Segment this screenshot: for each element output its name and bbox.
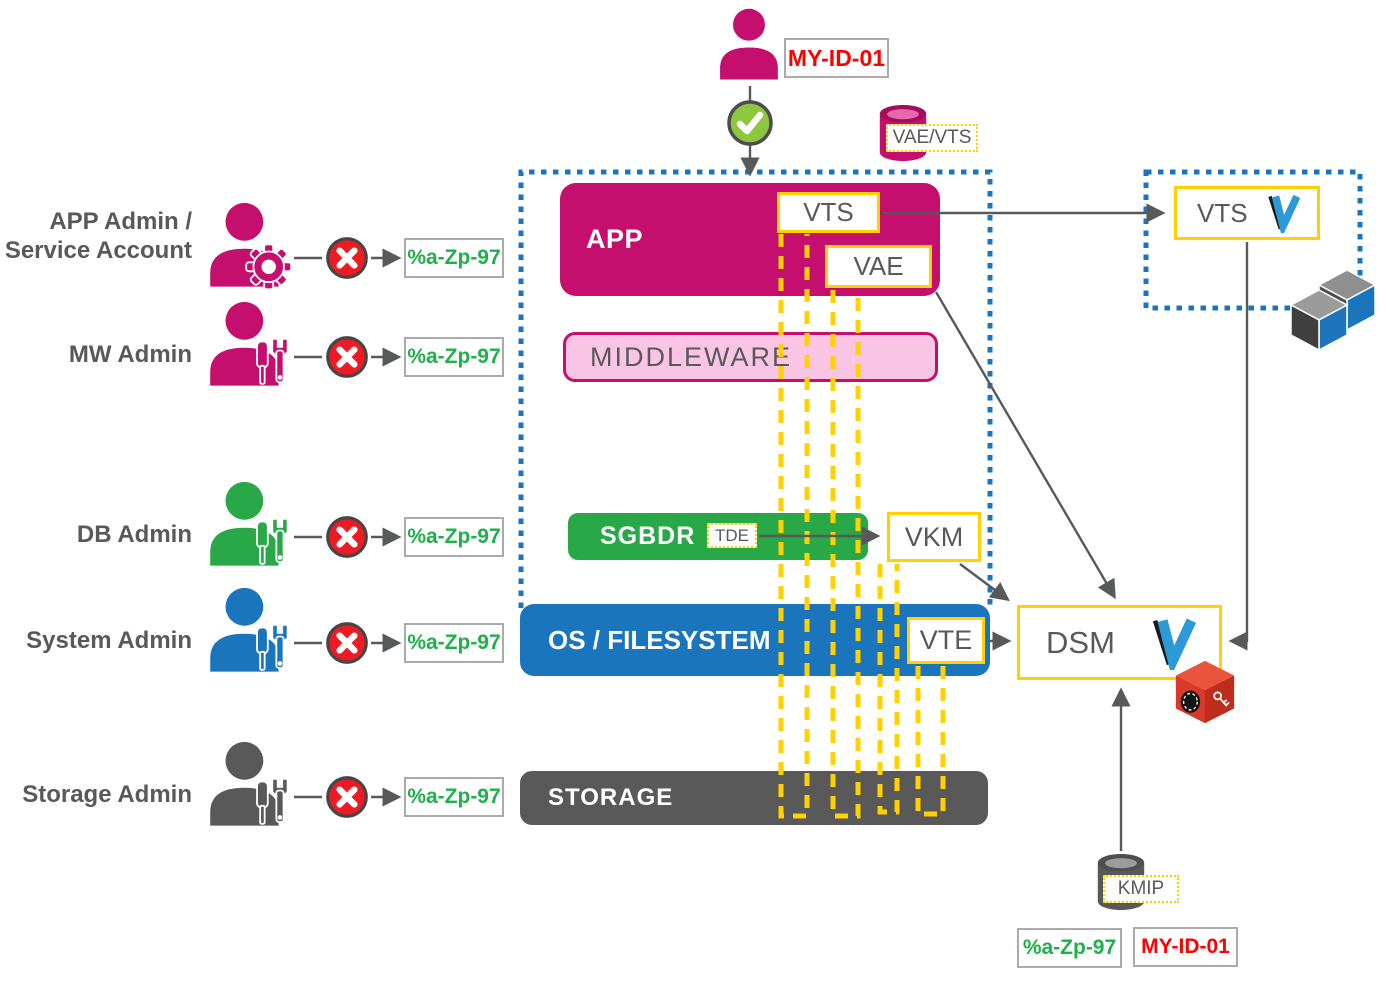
vae-vts-text: VAE/VTS <box>892 127 972 148</box>
app-admin-icon <box>203 202 293 292</box>
policy-badge-app-text: %a-Zp-97 <box>407 246 501 269</box>
denied-x-icon <box>325 515 369 559</box>
top-identity-badge: MY-ID-01 <box>784 38 889 78</box>
bottom-identity-text: MY-ID-01 <box>1141 935 1230 958</box>
system-admin-icon <box>203 587 293 677</box>
vts-server-box: VTS <box>1174 186 1320 240</box>
vts-agent-label: VTS <box>803 197 854 227</box>
layer-os-filesystem: OS / FILESYSTEM <box>520 604 990 676</box>
layer-middleware-label: MIDDLEWARE <box>590 341 793 372</box>
policy-badge-storage: %a-Zp-97 <box>404 777 504 817</box>
layer-middleware: MIDDLEWARE <box>563 332 938 382</box>
policy-badge-sys-text: %a-Zp-97 <box>407 631 501 654</box>
vormetric-v-icon <box>1261 193 1301 233</box>
layer-sgbdr-label: SGBDR <box>600 522 696 550</box>
tde-box: TDE <box>707 523 757 548</box>
denied-x-icon <box>325 335 369 379</box>
vte-agent-box: VTE <box>907 617 985 664</box>
vae-agent-box: VAE <box>825 245 932 288</box>
top-identity-text: MY-ID-01 <box>787 44 886 71</box>
denied-x-icon <box>325 236 369 280</box>
mw-admin-icon <box>203 301 293 391</box>
bottom-identity-badge: MY-ID-01 <box>1133 927 1238 967</box>
allowed-check-icon <box>726 99 774 147</box>
db-admin-icon <box>203 481 293 571</box>
policy-badge-mw-text: %a-Zp-97 <box>407 345 501 368</box>
dsm-appliance-vault-icon <box>1171 658 1239 726</box>
vae-agent-label: VAE <box>853 251 904 281</box>
policy-badge-db-text: %a-Zp-97 <box>407 525 501 548</box>
admin-mw-line1: MW Admin <box>68 341 192 368</box>
vts-zone-border <box>1143 169 1363 311</box>
admin-label-storage: Storage Admin <box>0 780 192 809</box>
storage-admin-icon <box>203 741 293 831</box>
vts-agent-box: VTS <box>777 192 880 233</box>
admin-label-mw: MW Admin <box>0 340 192 369</box>
tde-label: TDE <box>715 525 749 545</box>
bottom-policy-text: %a-Zp-97 <box>1022 936 1117 959</box>
dsm-box: DSM <box>1017 605 1222 680</box>
admin-label-app: APP Admin / Service Account <box>0 207 192 265</box>
layer-storage-label: STORAGE <box>548 784 674 811</box>
policy-badge-storage-text: %a-Zp-97 <box>407 785 501 808</box>
denied-x-icon <box>325 775 369 819</box>
kmip-text: KMIP <box>1117 878 1165 899</box>
dsm-label: DSM <box>1046 624 1115 660</box>
layer-os-label: OS / FILESYSTEM <box>548 624 771 655</box>
admin-app-line1: APP Admin / <box>49 208 192 235</box>
vte-agent-label: VTE <box>919 625 973 655</box>
layer-storage: STORAGE <box>520 771 988 825</box>
bottom-policy-badge: %a-Zp-97 <box>1017 928 1122 968</box>
admin-db-line1: DB Admin <box>76 521 192 548</box>
policy-badge-sys: %a-Zp-97 <box>404 623 504 663</box>
policy-badge-db: %a-Zp-97 <box>404 517 504 557</box>
authorized-user-icon <box>714 5 790 87</box>
admin-label-sys: System Admin <box>0 626 192 655</box>
policy-badge-mw: %a-Zp-97 <box>404 337 504 377</box>
protected-zone-border <box>518 169 993 608</box>
denied-x-icon <box>325 621 369 665</box>
admin-app-line2: Service Account <box>4 237 192 264</box>
vkm-box: VKM <box>887 512 981 562</box>
admin-sys-line1: System Admin <box>26 627 192 654</box>
admin-label-db: DB Admin <box>0 520 192 549</box>
vkm-label: VKM <box>904 521 964 552</box>
virtual-machines-cubes-icon <box>1283 268 1383 352</box>
admin-storage-line1: Storage Admin <box>22 781 192 808</box>
vae-vts-datastore-label: VAE/VTS <box>886 124 978 152</box>
policy-badge-app: %a-Zp-97 <box>404 238 504 278</box>
kmip-label: KMIP <box>1103 875 1179 903</box>
vts-server-label: VTS <box>1197 197 1248 228</box>
layer-app-label: APP <box>586 224 644 254</box>
